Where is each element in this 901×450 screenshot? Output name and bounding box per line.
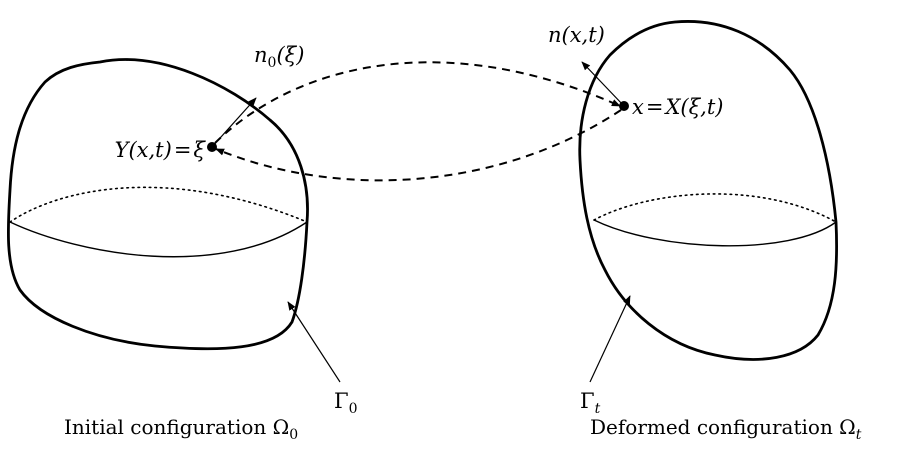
- deformed-equator-front: [593, 219, 837, 247]
- deformed-point-label: x=X(ξ,t): [632, 95, 723, 119]
- gamma-t-pointer: [589, 295, 631, 383]
- deformed-caption: Deformed configuration Ωt: [590, 415, 862, 443]
- deformed-body-outline: [578, 20, 839, 361]
- initial-equator-back: [9, 186, 308, 223]
- gamma-0-label: Γ0: [334, 389, 358, 417]
- initial-body: [6, 58, 341, 383]
- deformed-normal-vector: [581, 61, 625, 107]
- gamma-t-label: Γt: [580, 389, 601, 417]
- deformed-normal-label: n(x,t): [548, 23, 605, 47]
- inverse-mapping-curve: [215, 109, 622, 182]
- initial-equator-front: [9, 221, 308, 258]
- deformed-body: [578, 20, 839, 383]
- initial-body-outline: [6, 58, 309, 351]
- initial-point-label: Y(x,t)=ξ: [115, 138, 207, 162]
- gamma-0-pointer: [287, 301, 341, 383]
- deformed-equator-back: [593, 193, 837, 223]
- initial-point: [207, 142, 217, 152]
- forward-mapping-curve: [214, 61, 621, 144]
- initial-normal-label: n0(ξ): [254, 43, 304, 71]
- initial-caption: Initial configuration Ω0: [64, 415, 298, 443]
- deformed-point: [619, 101, 629, 111]
